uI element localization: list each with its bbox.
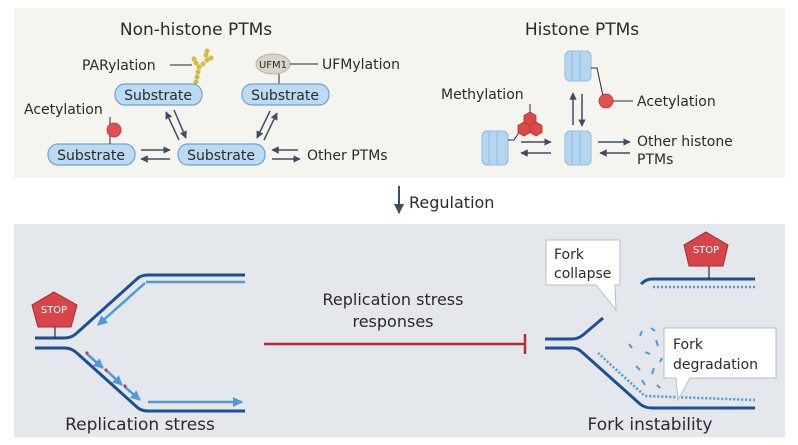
svg-text:STOP: STOP bbox=[41, 305, 67, 316]
methyl-group-icon bbox=[517, 111, 543, 137]
svg-text:Substrate: Substrate bbox=[57, 148, 125, 164]
svg-text:Substrate: Substrate bbox=[187, 148, 255, 164]
replication-fork-right bbox=[545, 277, 756, 410]
acetyl-group-icon bbox=[106, 122, 122, 138]
regulation-label: Regulation bbox=[409, 193, 494, 212]
responses-label-line2: responses bbox=[352, 312, 433, 331]
fork-degradation-callout: Fork degradation bbox=[663, 327, 777, 402]
acetylation-label-histone: Acetylation bbox=[637, 94, 716, 110]
bottom-panel bbox=[14, 224, 785, 437]
svg-text:STOP: STOP bbox=[693, 245, 719, 256]
ufmylation-label: UFMylation bbox=[322, 57, 400, 73]
other-histone-label-line2: PTMs bbox=[637, 152, 673, 168]
non-histone-arrows bbox=[140, 109, 301, 163]
acetyl-group-histone-icon bbox=[598, 93, 614, 109]
other-ptms-label: Other PTMs bbox=[307, 148, 388, 164]
substrate-center: Substrate bbox=[177, 143, 266, 166]
acetylation-label-nonhistone: Acetylation bbox=[24, 102, 103, 118]
histone-center bbox=[564, 130, 592, 166]
replication-fork-left bbox=[35, 273, 245, 413]
ufm1-label: UFM1 bbox=[259, 60, 287, 71]
substrate-top-left: Substrate bbox=[114, 83, 203, 106]
substrate-top-right: Substrate bbox=[241, 83, 330, 106]
degraded-fragments bbox=[628, 327, 663, 389]
svg-text:Substrate: Substrate bbox=[251, 88, 319, 104]
histone-top bbox=[564, 50, 592, 82]
svg-text:Substrate: Substrate bbox=[124, 88, 192, 104]
methylation-label: Methylation bbox=[441, 87, 524, 103]
substrate-bottom-left: Substrate bbox=[47, 143, 136, 166]
responses-label-line1: Replication stress bbox=[323, 290, 464, 309]
fork-collapse-callout: Fork collapse bbox=[545, 239, 621, 312]
svg-text:collapse: collapse bbox=[554, 266, 611, 282]
histone-arrows bbox=[520, 92, 631, 157]
other-histone-label-line1: Other histone bbox=[637, 134, 733, 150]
fork-instability-label: Fork instability bbox=[588, 415, 713, 435]
replication-stress-label: Replication stress bbox=[65, 415, 215, 435]
parylation-label: PARylation bbox=[82, 58, 156, 74]
stop-sign-right-icon: STOP bbox=[683, 231, 729, 279]
par-chain-icon bbox=[191, 48, 214, 85]
acetyl-connector-histone bbox=[591, 67, 604, 97]
histone-title: Histone PTMs bbox=[525, 20, 639, 40]
svg-text:Fork: Fork bbox=[554, 247, 585, 263]
svg-text:degradation: degradation bbox=[673, 357, 758, 373]
stop-sign-left-icon: STOP bbox=[31, 291, 78, 338]
histone-left bbox=[481, 130, 509, 166]
non-histone-title: Non-histone PTMs bbox=[120, 20, 272, 40]
svg-text:Fork: Fork bbox=[673, 337, 704, 353]
